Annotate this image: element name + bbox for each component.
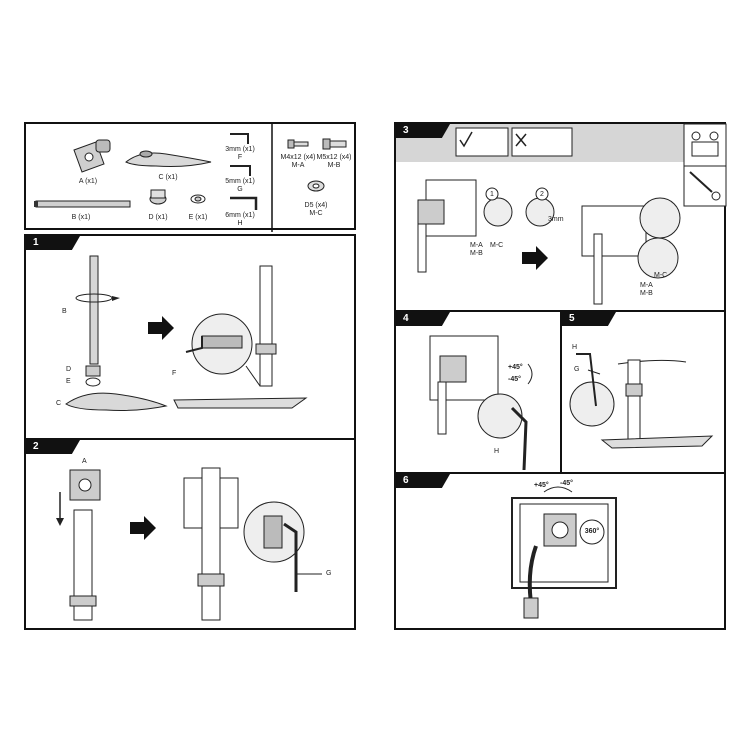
step-4-number: 4 [396, 312, 450, 326]
parts-drawings [34, 124, 347, 232]
part-b-pole [34, 200, 131, 208]
step-6-number: 6 [396, 474, 450, 488]
part-f-size: 3mm (x1) [225, 146, 255, 153]
step-1-label-f: F [172, 370, 177, 377]
step-3-label-mb: M-B [470, 250, 483, 257]
step-2-drawing [56, 467, 322, 621]
step-5-label-h: H [572, 344, 578, 351]
washer-m-c [307, 180, 325, 192]
step-6-rotate-label: 360° [584, 528, 600, 535]
step-5-panel: 5 H G [560, 310, 726, 474]
step-1-label-e: E [66, 378, 71, 385]
step-5-drawing [569, 353, 714, 449]
step-3-panel: 3 1 2 3mm M-A M-B M-C M-A M-B M [394, 122, 727, 312]
part-d-collar [149, 189, 167, 205]
part-b-label: B (x1) [71, 214, 91, 221]
step-4-minus-angle: -45° [508, 376, 521, 383]
part-c-label: C (x1) [158, 174, 178, 181]
step-6-panel: 6 +45° -45° 360° [394, 472, 726, 630]
step-3-drawing [417, 123, 727, 305]
step-1-arrow [148, 316, 174, 340]
parts-panel: A (x1) C (x1) B (x1) D (x1) E (x1) 3mm (… [24, 122, 356, 232]
part-a-label: A (x1) [78, 178, 98, 185]
step-2-arrow [130, 516, 156, 540]
part-g-letter: G [237, 186, 243, 193]
step-3-label-mc-2: M-C [654, 272, 668, 279]
step-1-label-d: D [66, 366, 72, 373]
step-6-plus-angle: +45° [534, 482, 549, 489]
part-e-ring [190, 194, 206, 204]
step-3-circle-1: 1 [490, 191, 494, 198]
step-6-minus-angle: -45° [560, 480, 573, 487]
hex-key-h [230, 196, 258, 210]
part-a-vesa-plate [73, 139, 111, 173]
hex-key-g [230, 165, 251, 176]
screw-m-a-code: M-A [291, 162, 305, 169]
step-5-number: 5 [562, 312, 616, 326]
part-h-size: 6mm (x1) [225, 212, 255, 219]
part-h-letter: H [237, 220, 243, 227]
step-3-label-ma-2: M-A [640, 282, 653, 289]
step-1-panel: 1 B D E C F [24, 234, 356, 440]
step-1-label-c: C [56, 400, 62, 407]
step-2-label-g: G [326, 570, 332, 577]
step-4-label-h: H [494, 448, 500, 455]
step-1-label-b: B [62, 308, 67, 315]
step-3-arrow [522, 246, 548, 270]
step-3-gap-label: 3mm [548, 216, 564, 223]
screw-m-b-size: M5x12 (x4) [316, 154, 352, 161]
screw-m-b [322, 138, 347, 150]
step-2-label-a: A [82, 458, 87, 465]
step-4-drawing [429, 335, 533, 471]
washer-m-c-code: M-C [309, 210, 323, 217]
hex-key-f [230, 133, 249, 144]
vesa-plate-a [69, 469, 101, 501]
part-c-base [125, 150, 212, 167]
step-3-label-mc: M-C [490, 242, 504, 249]
part-e-label: E (x1) [188, 214, 208, 221]
washer-m-c-size: D5 (x4) [304, 202, 328, 209]
step-2-panel: 2 A G [24, 438, 356, 630]
part-f-letter: F [237, 154, 243, 161]
step-3-label-mb-2: M-B [640, 290, 653, 297]
step-1-drawing [65, 255, 308, 411]
screw-m-a [287, 139, 309, 149]
step-1-number: 1 [26, 236, 80, 250]
step-4-plus-angle: +45° [508, 364, 523, 371]
screw-m-b-code: M-B [327, 162, 341, 169]
part-g-size: 5mm (x1) [225, 178, 255, 185]
part-d-label: D (x1) [148, 214, 168, 221]
step-3-number: 3 [396, 124, 450, 138]
step-6-drawing [511, 486, 617, 619]
step-3-label-ma: M-A [470, 242, 483, 249]
screw-m-a-size: M4x12 (x4) [280, 154, 316, 161]
step-2-number: 2 [26, 440, 80, 454]
step-3-circle-2: 2 [540, 191, 544, 198]
step-5-label-g: G [574, 366, 580, 373]
step-4-panel: 4 +45° -45° H [394, 310, 562, 474]
